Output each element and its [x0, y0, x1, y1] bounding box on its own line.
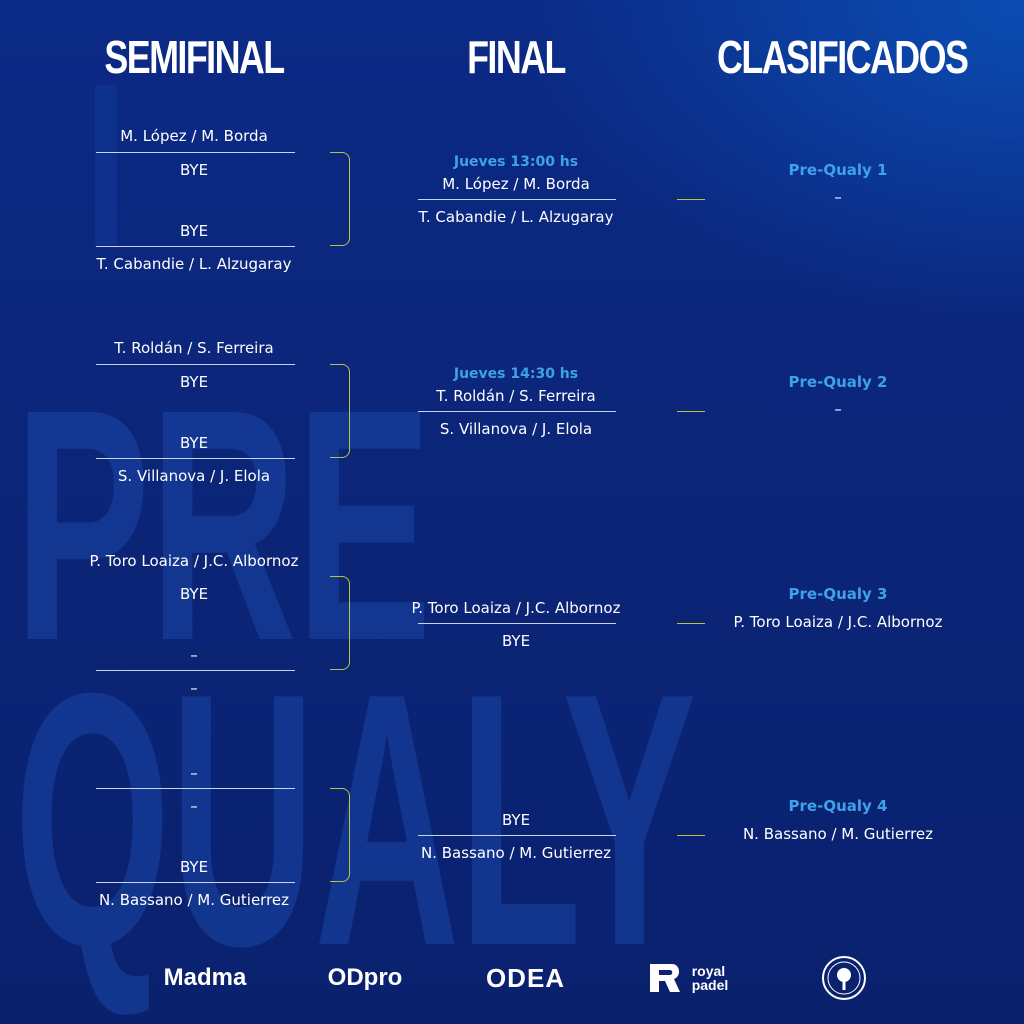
- semifinal-team: –: [190, 679, 198, 697]
- semifinal-team: BYE: [179, 434, 209, 452]
- semifinal-team: T. Roldán / S. Ferreira: [114, 339, 274, 357]
- divider: [418, 199, 616, 200]
- qualified-team: N. Bassano / M. Gutierrez: [742, 825, 934, 843]
- royal-padel-logo: royal padel: [632, 958, 742, 998]
- semifinal-team: BYE: [179, 222, 209, 240]
- odpro-logo-text: ODpro: [327, 964, 403, 991]
- watermark-decoration: [95, 85, 205, 245]
- semifinal-team: –: [190, 797, 198, 815]
- semifinal-team: BYE: [179, 161, 209, 179]
- match-time: Jueves 14:30 hs: [453, 366, 579, 382]
- qualified-team: P. Toro Loaiza / J.C. Albornoz: [733, 613, 943, 631]
- divider: [96, 788, 295, 789]
- qualified-team: –: [834, 188, 842, 206]
- bracket-connector: [330, 364, 350, 458]
- bracket-connector: [330, 152, 350, 246]
- divider: [96, 364, 295, 365]
- semifinal-team: BYE: [179, 858, 209, 876]
- final-team: N. Bassano / M. Gutierrez: [420, 844, 612, 862]
- qualified-team: –: [834, 400, 842, 418]
- final-team: S. Villanova / J. Elola: [439, 420, 593, 438]
- divider: [96, 246, 295, 247]
- divider: [96, 152, 295, 153]
- semifinal-team: T. Cabandie / L. Alzugaray: [96, 255, 292, 273]
- semifinal-team: BYE: [179, 585, 209, 603]
- odea-logo-text: ODEA: [485, 962, 566, 993]
- divider: [96, 670, 295, 671]
- semifinal-team: –: [190, 646, 198, 664]
- divider: [96, 458, 295, 459]
- header-clasificados: CLASIFICADOS: [717, 31, 969, 83]
- semifinal-team: BYE: [179, 373, 209, 391]
- final-connector: [677, 411, 705, 412]
- federation-seal-logo: [818, 956, 870, 1000]
- final-team: T. Roldán / S. Ferreira: [436, 387, 596, 405]
- final-connector: [677, 199, 705, 200]
- final-team: BYE: [501, 811, 531, 829]
- semifinal-team: –: [190, 764, 198, 782]
- pre-qualy-label: Pre-Qualy 3: [788, 585, 888, 603]
- bracket-connector: [330, 788, 350, 882]
- federation-seal-icon: [822, 956, 866, 1000]
- pre-qualy-label: Pre-Qualy 4: [788, 797, 888, 815]
- match-time: Jueves 13:00 hs: [453, 154, 579, 170]
- semifinal-team: N. Bassano / M. Gutierrez: [98, 891, 290, 909]
- final-team: P. Toro Loaiza / J.C. Albornoz: [411, 599, 621, 617]
- madma-logo: Madma: [150, 958, 260, 998]
- pre-qualy-label: Pre-Qualy 1: [788, 161, 888, 179]
- royal-padel-icon: [649, 964, 680, 992]
- bracket-connector: [330, 576, 350, 670]
- pre-qualy-label: Pre-Qualy 2: [788, 373, 888, 391]
- divider: [418, 623, 616, 624]
- madma-logo-text: Madma: [163, 964, 247, 991]
- odpro-logo: ODpro: [315, 958, 415, 998]
- final-team: T. Cabandie / L. Alzugaray: [418, 208, 614, 226]
- semifinal-team: M. López / M. Borda: [120, 127, 268, 145]
- royal-logo-text-top: royal: [691, 963, 726, 979]
- divider: [96, 882, 295, 883]
- divider: [418, 411, 616, 412]
- final-team: M. López / M. Borda: [442, 175, 590, 193]
- final-team: BYE: [501, 632, 531, 650]
- divider: [418, 835, 616, 836]
- odea-logo: ODEA: [478, 958, 573, 998]
- royal-logo-text-bottom: padel: [691, 977, 729, 993]
- header-semifinal: SEMIFINAL: [104, 31, 285, 83]
- watermark-pre: PRE: [14, 340, 432, 709]
- semifinal-team: S. Villanova / J. Elola: [117, 467, 271, 485]
- final-connector: [677, 835, 705, 836]
- header-final: FINAL: [467, 31, 566, 83]
- final-connector: [677, 623, 705, 624]
- semifinal-team: P. Toro Loaiza / J.C. Albornoz: [89, 552, 299, 570]
